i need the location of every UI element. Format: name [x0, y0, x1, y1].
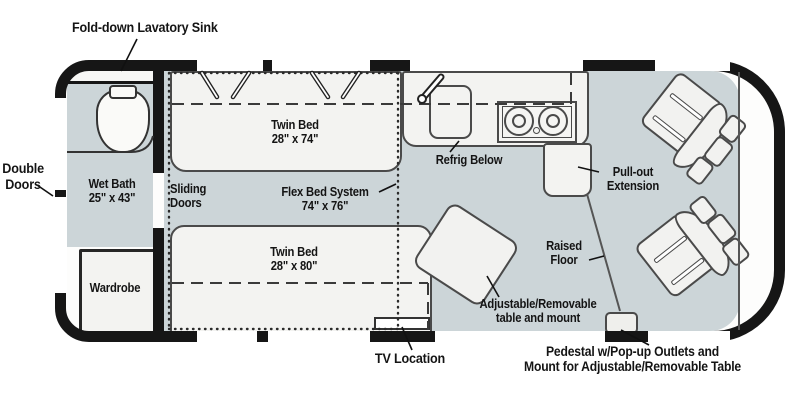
- label-pedestal: Pedestal w/Pop-up Outlets and Mount for …: [522, 344, 743, 374]
- label-text: 28" x 74": [271, 132, 319, 146]
- window-opening: [435, 331, 605, 342]
- sliding-door-opening: [153, 173, 164, 228]
- label-adjustable-table: Adjustable/Removable table and mount: [446, 297, 630, 325]
- label-wardrobe: Wardrobe: [75, 281, 156, 295]
- label-twin-bed-top: Twin Bed 28" x 74": [246, 118, 345, 146]
- label-text: Adjustable/Removable: [479, 297, 597, 311]
- label-text: Flex Bed System: [281, 185, 369, 199]
- label-twin-bed-bottom: Twin Bed 28" x 80": [245, 245, 344, 273]
- label-text: Double: [2, 160, 44, 176]
- label-text: Pull-out: [612, 165, 654, 179]
- label-double-doors: Double Doors: [2, 160, 44, 192]
- label-text: Doors: [5, 175, 41, 192]
- label-text: table and mount: [495, 311, 581, 325]
- label-text: TV Location: [374, 350, 446, 366]
- label-text: Mount for Adjustable/Removable Table: [524, 359, 741, 375]
- van-body-wall: [55, 60, 785, 342]
- label-text: Raised: [546, 239, 582, 253]
- label-text: Sliding: [170, 182, 207, 196]
- window-opening: [648, 331, 730, 342]
- label-text: Twin Bed: [271, 118, 319, 132]
- label-refrig-below: Refrig Below: [429, 153, 510, 167]
- window-opening: [410, 60, 583, 71]
- label-text: Fold-down Lavatory Sink: [72, 19, 218, 35]
- rear-door-panel: [55, 197, 67, 293]
- label-sliding-doors: Sliding Doors: [170, 182, 219, 210]
- label-pull-out-extension: Pull-out Extension: [601, 165, 666, 193]
- window-opening: [197, 331, 257, 342]
- label-text: Wardrobe: [89, 281, 141, 295]
- label-raised-floor: Raised Floor: [535, 239, 593, 267]
- label-text: Twin Bed: [270, 245, 318, 259]
- window-opening: [197, 60, 263, 71]
- label-text: Doors: [170, 196, 202, 210]
- window-opening: [268, 331, 370, 342]
- label-fold-down-sink: Fold-down Lavatory Sink: [72, 19, 218, 36]
- window-opening: [272, 60, 370, 71]
- window-opening: [655, 60, 730, 71]
- label-tv-location: TV Location: [363, 350, 457, 367]
- rear-door-panel: [55, 98, 67, 190]
- label-text: Refrig Below: [435, 153, 503, 167]
- label-flex-bed: Flex Bed System 74" x 76": [268, 185, 381, 213]
- label-text: 74" x 76": [301, 199, 349, 213]
- label-text: Wet Bath: [88, 177, 136, 191]
- label-text: Floor: [550, 253, 578, 267]
- label-wet-bath: Wet Bath 25" x 43": [67, 177, 157, 205]
- label-text: 28" x 80": [270, 259, 318, 273]
- label-text: Extension: [606, 179, 660, 193]
- label-text: Pedestal w/Pop-up Outlets and: [545, 344, 719, 359]
- label-text: 25" x 43": [88, 191, 136, 205]
